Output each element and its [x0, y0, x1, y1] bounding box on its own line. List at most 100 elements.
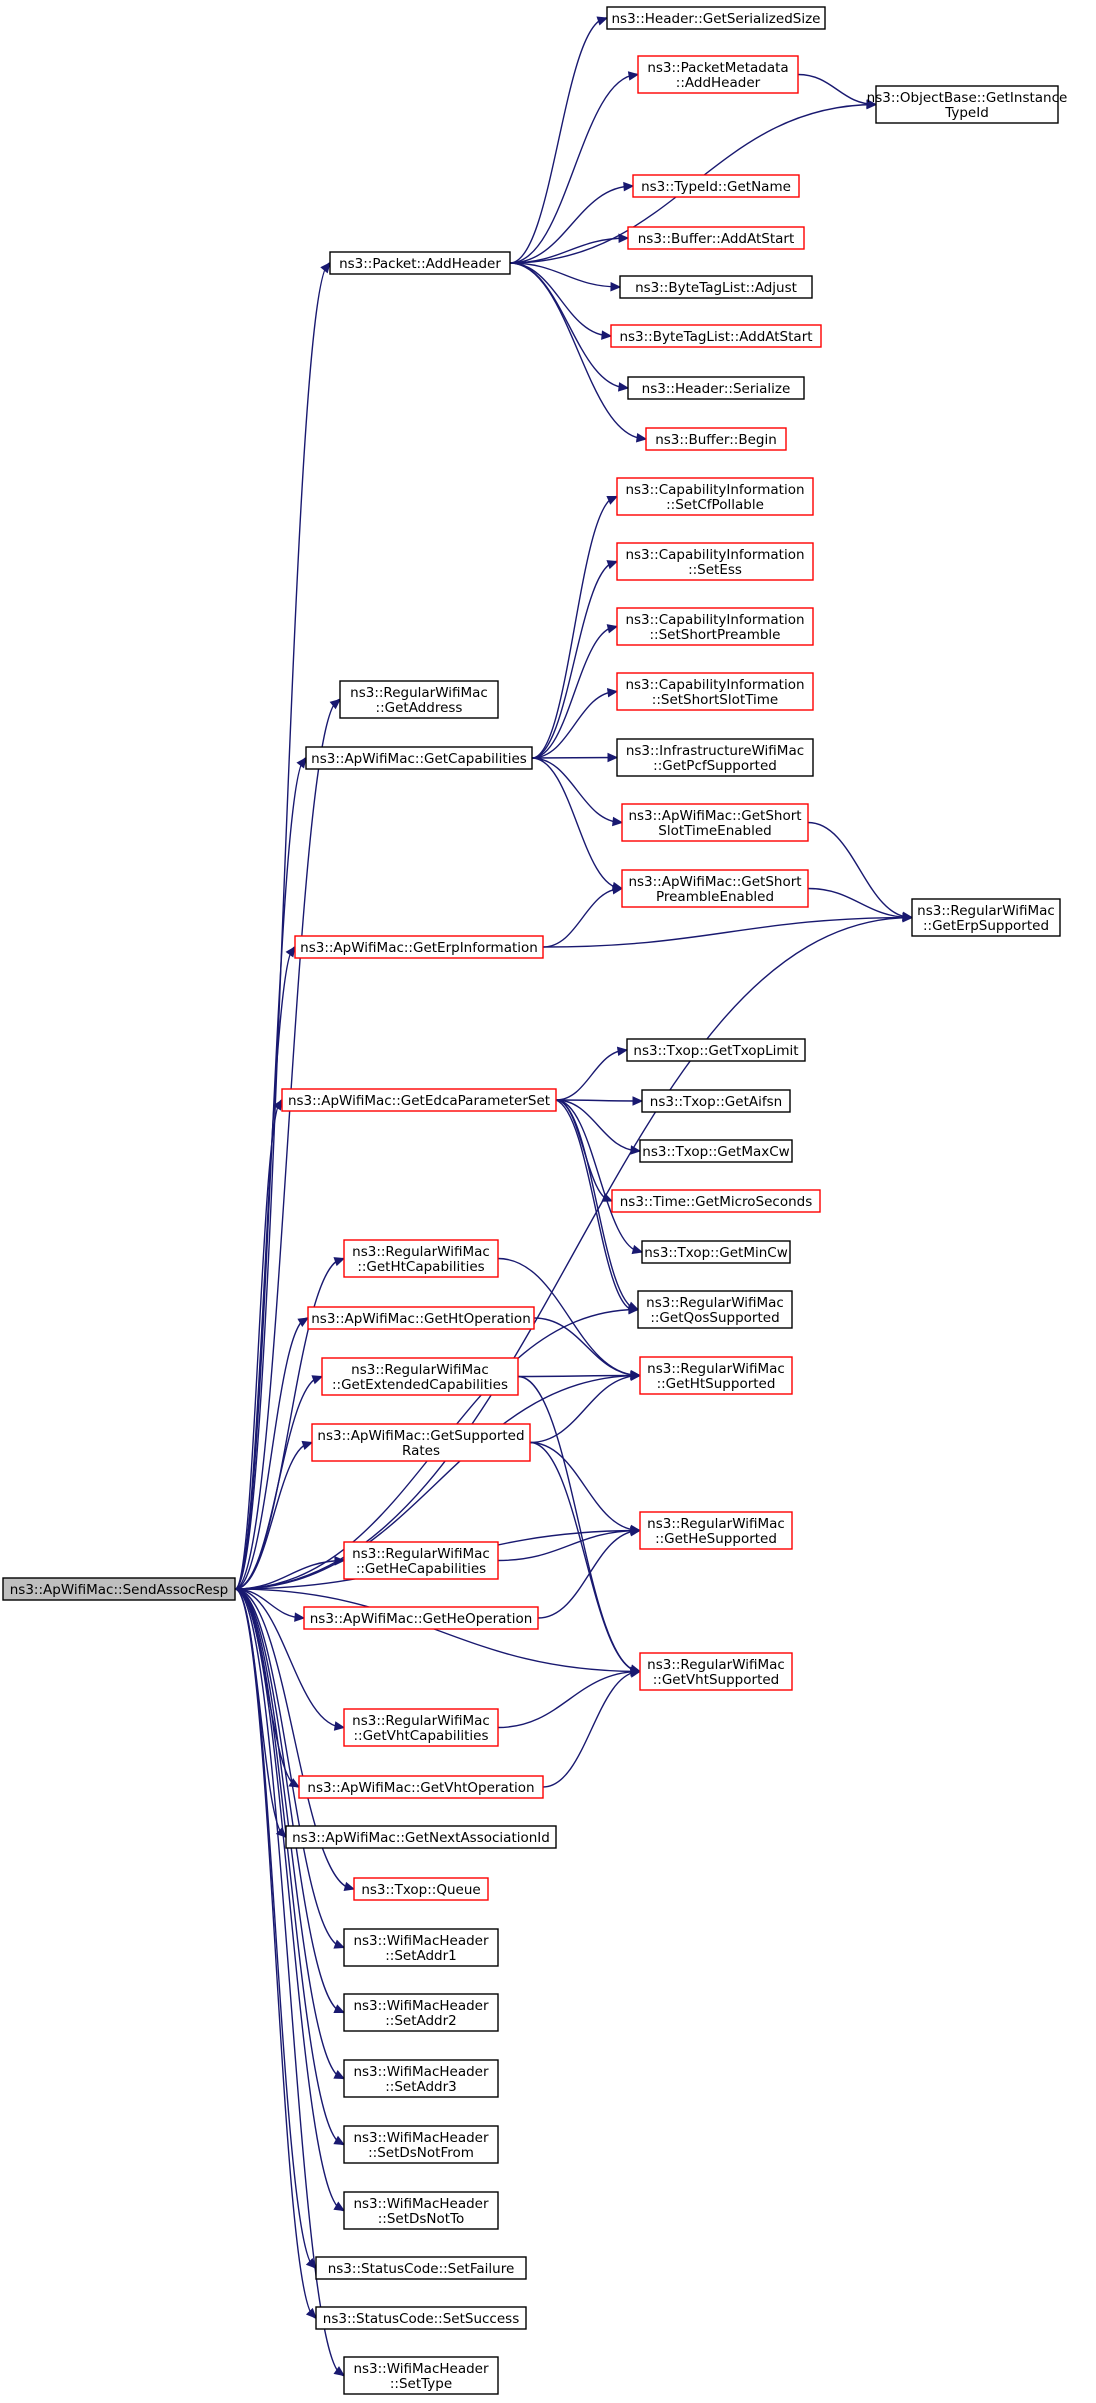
node-packet_metadata_add_header[interactable]: ns3::PacketMetadata::AddHeader: [637, 55, 799, 94]
node-cap_set_ess[interactable]: ns3::CapabilityInformation::SetEss: [616, 542, 814, 581]
arrowhead-send_assoc_resp-to-hdr_set_addr2: [333, 2004, 346, 2014]
node-regular_get_vht_capabilities[interactable]: ns3::RegularWifiMac::GetVhtCapabilities: [343, 1708, 499, 1747]
node-txop_queue[interactable]: ns3::Txop::Queue: [353, 1877, 489, 1901]
node-label: ns3::WifiMacHeader: [353, 1933, 489, 1949]
node-buffer_add_at_start[interactable]: ns3::Buffer::AddAtStart: [627, 226, 805, 250]
node-box: [281, 1088, 557, 1112]
node-cap_set_short_preamble[interactable]: ns3::CapabilityInformation::SetShortPrea…: [616, 607, 814, 646]
edge-send_assoc_resp-to-packet_add_header: [234, 262, 331, 1590]
node-hdr_set_addr3[interactable]: ns3::WifiMacHeader::SetAddr3: [343, 2059, 499, 2098]
node-label: ns3::RegularWifiMac: [647, 1361, 785, 1377]
node-regular_get_ht_supported[interactable]: ns3::RegularWifiMac::GetHtSupported: [639, 1356, 793, 1395]
edge-send_assoc_resp-to-status_set_success: [234, 1588, 317, 2319]
node-hdr_set_addr2[interactable]: ns3::WifiMacHeader::SetAddr2: [343, 1993, 499, 2032]
node-box: [627, 226, 805, 250]
edge-send_assoc_resp-to-hdr_set_addr1: [234, 1588, 345, 1949]
node-ap_get_next_association_id[interactable]: ns3::ApWifiMac::GetNextAssociationId: [285, 1825, 557, 1849]
node-ap_get_edca_parameter_set[interactable]: ns3::ApWifiMac::GetEdcaParameterSet: [281, 1088, 557, 1112]
node-label: ns3::WifiMacHeader: [353, 2064, 489, 2080]
node-infra_get_pcf_supported[interactable]: ns3::InfrastructureWifiMac::GetPcfSuppor…: [616, 738, 814, 777]
node-box: [621, 803, 809, 842]
node-buffer_begin[interactable]: ns3::Buffer::Begin: [645, 427, 787, 451]
node-cap_set_short_slot_time[interactable]: ns3::CapabilityInformation::SetShortSlot…: [616, 672, 814, 711]
node-cap_set_cf_pollable[interactable]: ns3::CapabilityInformation::SetCfPollabl…: [616, 477, 814, 516]
node-header_serialize[interactable]: ns3::Header::Serialize: [627, 376, 805, 400]
edge-ap_get_supported_rates-to-regular_get_ht_supported: [529, 1374, 641, 1444]
node-box: [303, 1606, 539, 1630]
arrowhead-send_assoc_resp-to-status_set_success: [305, 2307, 317, 2319]
node-ap_get_vht_operation[interactable]: ns3::ApWifiMac::GetVhtOperation: [298, 1775, 544, 1799]
node-regular_get_ht_capabilities[interactable]: ns3::RegularWifiMac::GetHtCapabilities: [343, 1239, 499, 1278]
node-typeid_get_name[interactable]: ns3::TypeId::GetName: [632, 174, 800, 198]
node-box: [343, 2059, 499, 2098]
node-box: [911, 898, 1061, 937]
arrowhead-ap_get_edca_parameter_set-to-txop_get_max_cw: [630, 1145, 642, 1155]
node-status_set_success[interactable]: ns3::StatusCode::SetSuccess: [315, 2306, 527, 2330]
edge-ap_get_capabilities-to-ap_get_short_preamble_enabled: [531, 757, 623, 890]
node-label: ns3::Txop::GetMaxCw: [642, 1144, 789, 1160]
node-label: ns3::Header::GetSerializedSize: [612, 11, 821, 27]
node-txop_get_aifsn[interactable]: ns3::Txop::GetAifsn: [641, 1089, 791, 1113]
node-packet_add_header[interactable]: ns3::Packet::AddHeader: [329, 251, 511, 275]
node-label: ns3::ApWifiMac::GetErpInformation: [300, 940, 538, 956]
node-byte_tag_list_add_at_start[interactable]: ns3::ByteTagList::AddAtStart: [610, 324, 822, 348]
node-ap_get_ht_operation[interactable]: ns3::ApWifiMac::GetHtOperation: [307, 1306, 535, 1330]
edge-send_assoc_resp-to-regular_get_vht_supported: [234, 1588, 641, 1673]
node-box: [621, 869, 809, 908]
node-txop_get_txop_limit[interactable]: ns3::Txop::GetTxopLimit: [626, 1038, 806, 1062]
nodes-layer: ns3::ApWifiMac::SendAssocResp ns3::Packet…: [2, 6, 1068, 2395]
arrowhead-ap_get_capabilities-to-cap_set_short_preamble: [606, 624, 619, 634]
node-ap_get_capabilities[interactable]: ns3::ApWifiMac::GetCapabilities: [305, 746, 533, 770]
arrowhead-send_assoc_resp-to-ap_get_erp_information: [285, 946, 296, 958]
node-box: [875, 85, 1059, 124]
edge-packet_add_header-to-buffer_begin: [509, 262, 647, 440]
node-box: [606, 6, 826, 30]
node-box: [611, 1189, 821, 1213]
node-label: ns3::RegularWifiMac: [352, 1244, 490, 1260]
node-label: ns3::WifiMacHeader: [353, 1998, 489, 2014]
node-label: ::GetExtendedCapabilities: [332, 1377, 508, 1393]
node-box: [294, 935, 544, 959]
node-byte_tag_list_adjust[interactable]: ns3::ByteTagList::Adjust: [619, 275, 813, 299]
edge-packet_add_header-to-header_get_serialized_size: [509, 17, 608, 264]
node-label: ns3::RegularWifiMac: [352, 1713, 490, 1729]
node-regular_get_he_capabilities[interactable]: ns3::RegularWifiMac::GetHeCapabilities: [343, 1541, 499, 1580]
edge-ap_get_capabilities-to-infra_get_pcf_supported: [531, 756, 618, 759]
node-txop_get_min_cw[interactable]: ns3::Txop::GetMinCw: [641, 1240, 791, 1264]
node-label: ns3::WifiMacHeader: [353, 2130, 489, 2146]
node-regular_get_vht_supported[interactable]: ns3::RegularWifiMac::GetVhtSupported: [639, 1652, 793, 1691]
edge-packet_add_header-to-typeid_get_name: [509, 185, 634, 264]
node-label: PreambleEnabled: [656, 889, 774, 905]
node-hdr_set_ds_not_from[interactable]: ns3::WifiMacHeader::SetDsNotFrom: [343, 2125, 499, 2164]
node-label: ::GetErpSupported: [923, 918, 1049, 934]
node-box: [616, 607, 814, 646]
node-txop_get_max_cw[interactable]: ns3::Txop::GetMaxCw: [639, 1139, 793, 1163]
node-regular_get_address[interactable]: ns3::RegularWifiMac::GetAddress: [339, 680, 499, 719]
node-hdr_set_type[interactable]: ns3::WifiMacHeader::SetType: [343, 2356, 499, 2395]
node-box: [632, 174, 800, 198]
node-time_get_micro_seconds[interactable]: ns3::Time::GetMicroSeconds: [611, 1189, 821, 1213]
node-label: ::SetShortSlotTime: [652, 692, 778, 708]
node-box: [307, 1306, 535, 1330]
node-regular_get_qos_supported[interactable]: ns3::RegularWifiMac::GetQosSupported: [637, 1290, 793, 1329]
node-box: [343, 1928, 499, 1967]
node-ap_get_erp_information[interactable]: ns3::ApWifiMac::GetErpInformation: [294, 935, 544, 959]
node-send_assoc_resp[interactable]: ns3::ApWifiMac::SendAssocResp: [2, 1577, 236, 1601]
arrowhead-send_assoc_resp-to-regular_get_ht_capabilities: [333, 1257, 346, 1267]
node-label: ns3::ObjectBase::GetInstance: [867, 90, 1068, 106]
node-hdr_set_ds_not_to[interactable]: ns3::WifiMacHeader::SetDsNotTo: [343, 2191, 499, 2230]
node-ap_get_he_operation[interactable]: ns3::ApWifiMac::GetHeOperation: [303, 1606, 539, 1630]
node-regular_get_erp_supported[interactable]: ns3::RegularWifiMac::GetErpSupported: [911, 898, 1061, 937]
node-hdr_set_addr1[interactable]: ns3::WifiMacHeader::SetAddr1: [343, 1928, 499, 1967]
node-regular_get_extended_capabilities[interactable]: ns3::RegularWifiMac::GetExtendedCapabili…: [321, 1357, 519, 1396]
node-regular_get_he_supported[interactable]: ns3::RegularWifiMac::GetHeSupported: [639, 1511, 793, 1550]
node-status_set_failure[interactable]: ns3::StatusCode::SetFailure: [315, 2256, 527, 2280]
node-header_get_serialized_size[interactable]: ns3::Header::GetSerializedSize: [606, 6, 826, 30]
arrowhead-packet_add_header-to-byte_tag_list_adjust: [610, 281, 622, 292]
node-box: [343, 2356, 499, 2395]
edge-ap_get_edca_parameter_set-to-txop_get_min_cw: [555, 1099, 643, 1253]
